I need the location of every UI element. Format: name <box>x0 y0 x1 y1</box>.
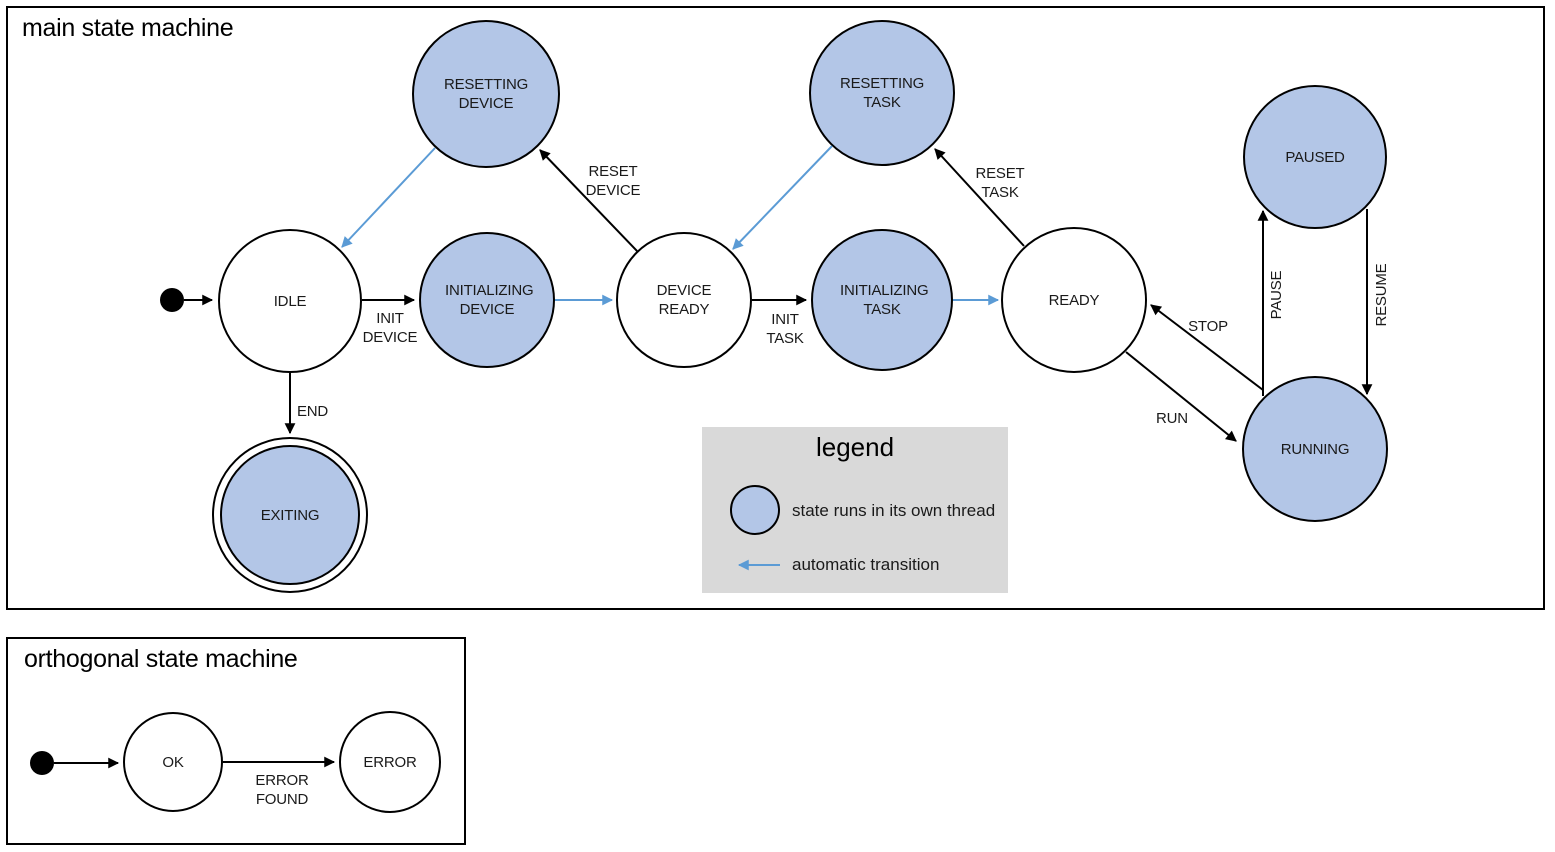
state-idle: IDLE <box>218 229 362 373</box>
orthogonal-state-machine-panel <box>6 637 466 845</box>
legend-threaded-state-icon <box>730 485 780 535</box>
legend-box: legend state runs in its own thread auto… <box>702 427 1008 593</box>
state-ok-label: OK <box>162 753 184 771</box>
transition-reset-task-label: RESET TASK <box>975 165 1025 201</box>
main-panel-title: main state machine <box>22 14 234 42</box>
transition-pause-label: PAUSE <box>1268 270 1285 320</box>
state-ok: OK <box>123 712 223 812</box>
transition-init-device-label: INIT DEVICE <box>362 310 418 346</box>
state-ready: READY <box>1001 227 1147 373</box>
transition-init-task-label: INIT TASK <box>766 311 804 347</box>
transition-end-label: END <box>297 403 329 420</box>
state-error-label: ERROR <box>363 753 417 771</box>
state-error: ERROR <box>339 711 441 813</box>
legend-auto-label: automatic transition <box>792 555 940 574</box>
legend-auto-transition-arrow-icon <box>737 559 780 571</box>
state-idle-label: IDLE <box>273 292 307 310</box>
state-device-ready: DEVICE READY <box>616 232 752 368</box>
state-running-label: RUNNING <box>1280 440 1350 458</box>
legend-threaded-label: state runs in its own thread <box>792 501 996 520</box>
transition-error-found-label: ERROR FOUND <box>255 772 309 808</box>
state-initializing-task: INITIALIZING TASK <box>811 229 953 371</box>
state-ready-label: READY <box>1048 291 1100 309</box>
state-device-ready-label: DEVICE READY <box>656 282 712 318</box>
orthogonal-panel-title: orthogonal state machine <box>24 645 298 673</box>
state-initializing-task-label: INITIALIZING TASK <box>840 282 929 318</box>
transition-resume-label: RESUME <box>1373 263 1390 327</box>
state-initializing-device: INITIALIZING DEVICE <box>419 232 555 368</box>
state-resetting-task-label: RESETTING TASK <box>840 75 925 111</box>
state-resetting-device-label: RESETTING DEVICE <box>444 76 529 112</box>
state-initializing-device-label: INITIALIZING DEVICE <box>445 282 534 318</box>
transition-reset-device-label: RESET DEVICE <box>585 163 641 199</box>
state-exiting-label: EXITING <box>260 506 320 524</box>
state-resetting-device: RESETTING DEVICE <box>412 20 560 168</box>
state-paused: PAUSED <box>1243 85 1387 229</box>
initial-state-dot <box>160 288 184 312</box>
state-resetting-task: RESETTING TASK <box>809 20 955 166</box>
legend-title: legend <box>815 432 895 462</box>
transition-stop-label: STOP <box>1188 318 1228 335</box>
state-paused-label: PAUSED <box>1285 148 1345 166</box>
state-exiting: EXITING <box>212 437 368 593</box>
main-state-machine-panel <box>6 6 1545 610</box>
state-running: RUNNING <box>1242 376 1388 522</box>
transition-run-label: RUN <box>1156 410 1188 427</box>
orthogonal-initial-state-dot <box>30 751 54 775</box>
state-exiting-inner-circle: EXITING <box>220 445 360 585</box>
